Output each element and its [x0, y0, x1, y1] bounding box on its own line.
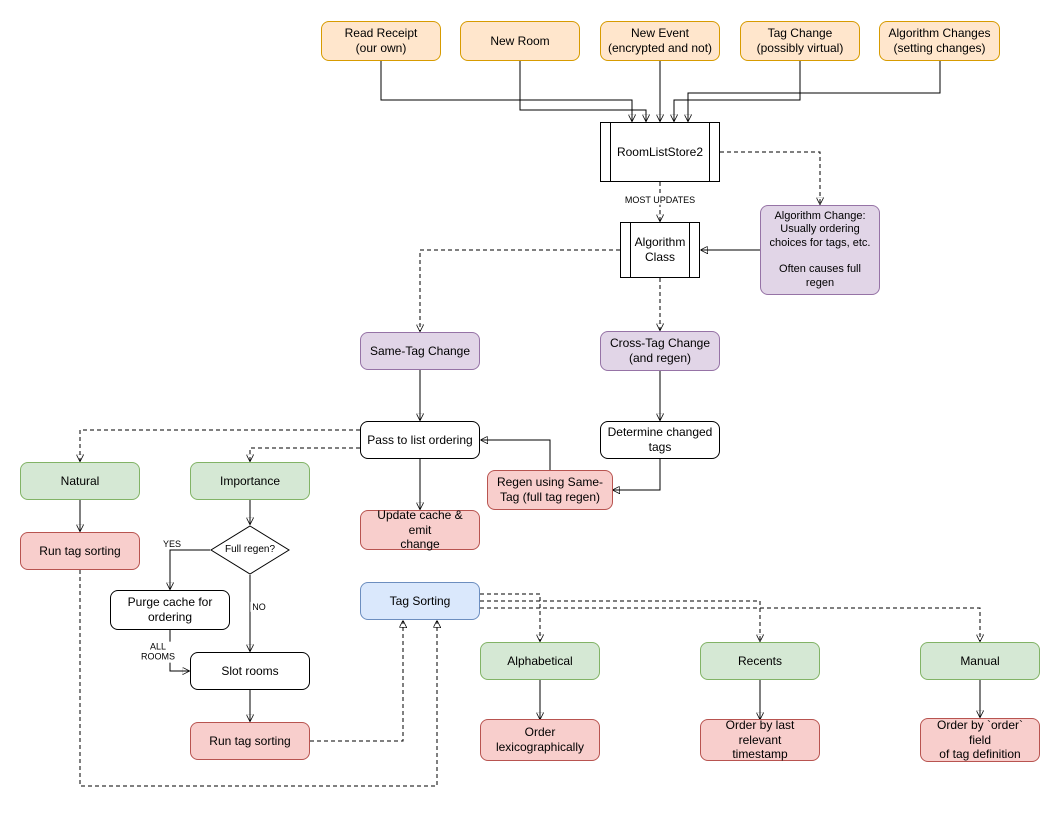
full-regen-label: Full regen? — [224, 543, 276, 555]
node-tag-sorting: Tag Sorting — [360, 582, 480, 620]
node-regen-same-tag: Regen using Same- Tag (full tag regen) — [487, 470, 613, 510]
edge-label-most-updates: MOST UPDATES — [622, 194, 698, 206]
edge-regen-to-pass — [481, 440, 551, 470]
node-algorithm-change-note: Algorithm Change: Usually ordering choic… — [760, 205, 880, 295]
edge-label-yes: YES — [160, 538, 184, 550]
node-same-tag-change: Same-Tag Change — [360, 332, 480, 370]
node-natural: Natural — [20, 462, 140, 500]
node-run-tag-sorting-bottom: Run tag sorting — [190, 722, 310, 760]
edge-pass-to-importance — [250, 447, 360, 461]
edge-tag-sorting-to-alphabetical — [480, 593, 540, 641]
node-algorithm-class: Algorithm Class — [620, 222, 700, 278]
node-run-tag-sorting-left: Run tag sorting — [20, 532, 140, 570]
edge-run-tag-sorting-bottom-to-tag-sorting — [310, 621, 403, 742]
edge-tag-change-to-store — [674, 61, 801, 121]
decision-diamond-shape — [210, 525, 290, 575]
edge-new-room-to-store — [519, 61, 646, 121]
edge-tag-sorting-to-recents — [480, 600, 760, 641]
node-order-lexicographically: Order lexicographically — [480, 719, 600, 761]
node-update-cache: Update cache & emit change — [360, 508, 480, 551]
node-alphabetical: Alphabetical — [480, 642, 600, 680]
node-order-by-order-field: Order by `order` field of tag definition — [920, 718, 1040, 762]
edge-read-receipt-to-store — [380, 61, 632, 121]
edge-pass-to-natural — [80, 429, 360, 461]
edge-determine-to-regen — [613, 459, 661, 490]
edge-tag-sorting-to-manual — [480, 607, 980, 641]
edge-algorithm-changes-to-store — [688, 61, 941, 121]
node-full-regen-decision: Full regen? — [210, 525, 290, 575]
node-cross-tag-change: Cross-Tag Change (and regen) — [600, 331, 720, 371]
edge-label-no: NO — [250, 601, 268, 613]
node-new-room: New Room — [460, 21, 580, 61]
node-room-list-store: RoomListStore2 — [600, 122, 720, 182]
edge-full-regen-yes — [170, 549, 210, 589]
edge-run-tag-sorting-left-to-tag-sorting — [79, 570, 437, 787]
node-purge-cache: Purge cache for ordering — [110, 590, 230, 630]
node-determine-changed-tags: Determine changed tags — [600, 421, 720, 459]
node-algorithm-changes: Algorithm Changes (setting changes) — [879, 21, 1000, 61]
node-recents: Recents — [700, 642, 820, 680]
node-slot-rooms: Slot rooms — [190, 652, 310, 690]
node-order-by-timestamp: Order by last relevant timestamp — [700, 718, 820, 761]
node-tag-change: Tag Change (possibly virtual) — [740, 21, 860, 61]
node-read-receipt: Read Receipt (our own) — [321, 21, 441, 61]
edge-store-to-note — [720, 151, 820, 204]
node-new-event: New Event (encrypted and not) — [600, 21, 720, 61]
node-importance: Importance — [190, 462, 310, 500]
edge-label-all-rooms: ALL ROOMS — [138, 641, 178, 663]
node-pass-to-list-ordering: Pass to list ordering — [360, 421, 480, 459]
edge-class-to-same-tag — [420, 249, 620, 331]
node-manual: Manual — [920, 642, 1040, 680]
